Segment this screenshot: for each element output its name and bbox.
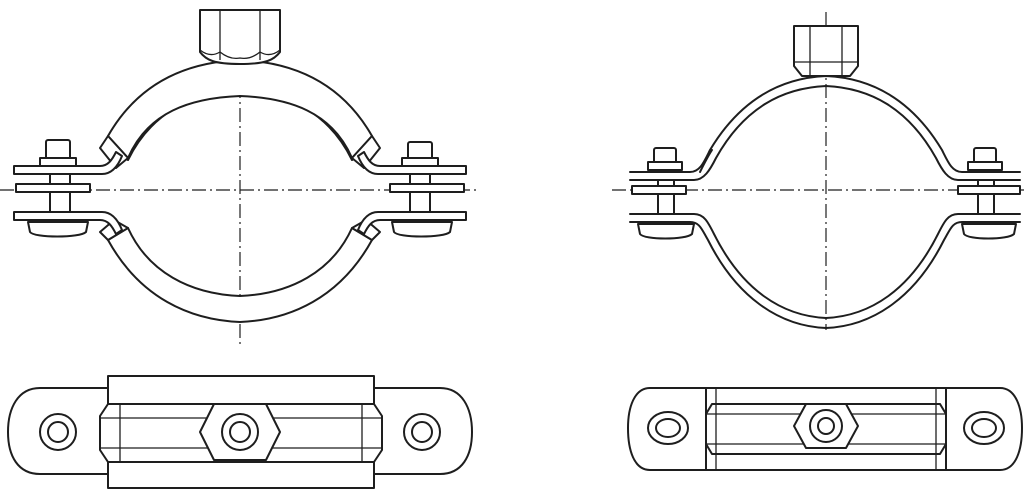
right-nut-washer (401, 157, 439, 167)
left-bolt-assembly-2 (631, 147, 695, 240)
upper-flange-left (13, 151, 123, 175)
lower-band-outer (629, 213, 1021, 319)
upper-band-outer (629, 75, 1021, 173)
right-bolt-assembly-2 (957, 147, 1021, 240)
upper-band-inner (629, 85, 1021, 181)
left-nut-washer (39, 157, 77, 167)
left-spacer-washer (15, 183, 91, 193)
left-bolt-head (27, 221, 89, 238)
top-hex-nut-2 (793, 25, 859, 77)
lower-flange-right (357, 211, 467, 235)
unlined-clamp-front-view (612, 12, 1024, 330)
top-hex-nut (199, 9, 281, 65)
lined-clamp-front-view (0, 9, 478, 345)
nut-ring-inner-2 (817, 417, 835, 435)
right-spacer-washer (389, 183, 465, 193)
lower-flange-left (13, 211, 123, 235)
right-bolt-head (391, 221, 453, 238)
lower-band-inner (629, 221, 1021, 329)
right-bolt-assembly (389, 141, 465, 238)
lined-clamp-top-view (7, 375, 473, 489)
upper-flange-right (357, 151, 467, 175)
lower-rubber-lining (107, 227, 373, 323)
left-bolt-assembly (15, 139, 91, 238)
unlined-clamp-top-view (627, 387, 1023, 471)
nut-ring-inner (229, 421, 251, 443)
